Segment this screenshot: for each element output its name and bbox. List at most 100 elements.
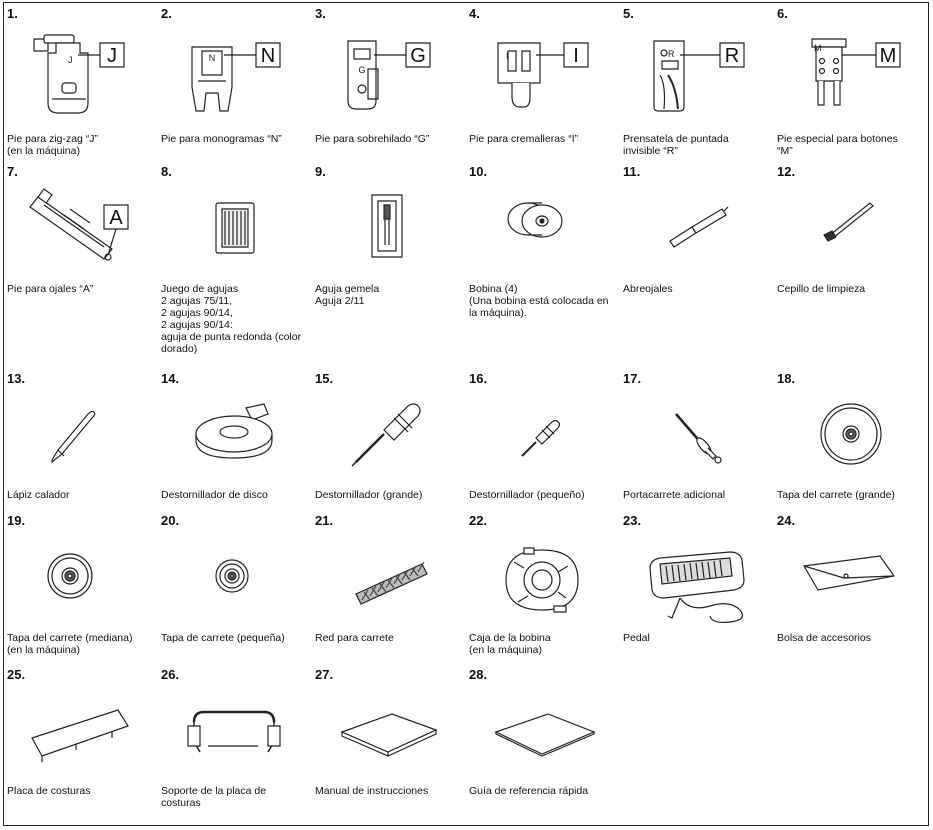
item-number: 16. <box>469 371 488 386</box>
bobbin-case-icon <box>466 532 620 627</box>
monogram-foot-icon: N N <box>158 25 312 121</box>
item-caption: Destornillador (pequeño) <box>469 489 585 501</box>
item-16: 16. Destornillador (pequeño) <box>466 370 620 510</box>
foot-letter-label: M <box>880 45 897 67</box>
needle-plate-icon <box>4 686 158 781</box>
item-number: 26. <box>161 667 180 682</box>
item-4: 4. I I Pie para cremalleras “I” <box>466 5 620 170</box>
needle-plate-holder-icon <box>158 686 312 781</box>
item-caption: Pedal <box>623 632 650 644</box>
item-number: 24. <box>777 513 796 528</box>
buttonhole-foot-icon: A <box>4 183 158 273</box>
item-caption: Destornillador (grande) <box>315 489 423 501</box>
item-number: 3. <box>315 6 326 21</box>
item-number: 14. <box>161 371 180 386</box>
item-14: 14. Destornillador de disco <box>158 370 312 510</box>
item-caption: Pie para cremalleras “I” <box>469 133 579 145</box>
foot-pedal-icon <box>620 532 774 627</box>
screwdriver-large-icon <box>312 390 466 480</box>
item-number: 13. <box>7 371 26 386</box>
item-caption: Cepillo de limpieza <box>777 283 866 295</box>
item-number: 28. <box>469 667 488 682</box>
item-22: 22. Caja de la bobina (en la máquina) <box>466 512 620 666</box>
item-number: 11. <box>623 164 641 179</box>
item-number: 22. <box>469 513 488 528</box>
item-number: 8. <box>161 164 172 179</box>
item-18: 18. Tapa del carrete (grande) <box>774 370 928 510</box>
spool-cap-medium-icon <box>4 532 158 627</box>
accessory-bag-icon <box>774 532 928 627</box>
svg-text:M: M <box>814 43 822 53</box>
cleaning-brush-icon <box>774 183 928 273</box>
item-number: 9. <box>315 164 326 179</box>
item-number: 10. <box>469 164 488 179</box>
zigzag-foot-icon: J J <box>4 25 158 121</box>
blind-stitch-foot-icon: R R <box>620 25 774 121</box>
item-26: 26. Soporte de la placa de costuras <box>158 666 312 816</box>
spool-cap-small-icon <box>158 532 312 627</box>
foot-letter-label: N <box>261 45 275 67</box>
item-caption: Abreojales <box>623 283 673 295</box>
item-caption: Bobina (4) (Una bobina está colocada en … <box>469 283 609 319</box>
svg-text:I: I <box>506 51 509 61</box>
item-caption: Guía de referencia rápida <box>469 785 589 797</box>
seam-ripper-icon <box>620 183 774 273</box>
zipper-foot-icon: I I <box>466 25 620 121</box>
item-number: 6. <box>777 6 788 21</box>
item-5: 5. R R Prensatela de puntada invisible “… <box>620 5 774 170</box>
item-caption: Pie para monogramas “N” <box>161 133 282 145</box>
accessories-sheet: 1. J J Pie para zig-zag “J” (en la máqui… <box>3 2 929 826</box>
item-number: 15. <box>315 371 334 386</box>
item-caption: Tapa de carrete (pequeña) <box>161 632 285 644</box>
item-caption: Aguja gemela Aguja 2/11 <box>315 283 380 307</box>
item-caption: Caja de la bobina (en la máquina) <box>469 632 551 656</box>
item-caption: Placa de costuras <box>7 785 91 797</box>
item-17: 17. Portacarrete adicional <box>620 370 774 510</box>
item-6: 6. M M Pie especial para botones “M” <box>774 5 928 170</box>
item-10: 10. Bobina (4) (Una bobina está colocada… <box>466 163 620 370</box>
item-caption: Manual de instrucciones <box>315 785 429 797</box>
item-caption: Bolsa de accesorios <box>777 632 871 644</box>
item-number: 1. <box>7 6 18 21</box>
item-caption: Juego de agujas 2 agujas 75/11, 2 agujas… <box>161 283 302 355</box>
item-number: 17. <box>623 371 642 386</box>
disc-screwdriver-icon <box>158 390 312 480</box>
item-number: 25. <box>7 667 26 682</box>
item-1: 1. J J Pie para zig-zag “J” (en la máqui… <box>4 5 158 170</box>
item-caption: Pie para zig-zag “J” (en la máquina) <box>7 133 99 157</box>
item-caption: Pie para ojales “A” <box>7 283 94 295</box>
item-23: 23. Pedal <box>620 512 774 666</box>
svg-text:G: G <box>358 65 365 75</box>
item-caption: Red para carrete <box>315 632 394 644</box>
item-number: 23. <box>623 513 642 528</box>
item-caption: Pie para sobrehilado “G” <box>315 133 430 145</box>
svg-text:R: R <box>668 49 675 59</box>
foot-letter-label: G <box>410 45 426 67</box>
item-number: 27. <box>315 667 334 682</box>
spool-net-icon <box>312 532 466 627</box>
item-caption: Pie especial para botones “M” <box>777 133 898 157</box>
item-caption: Soporte de la placa de costuras <box>161 785 267 809</box>
item-caption: Tapa del carrete (grande) <box>777 489 895 501</box>
item-number: 4. <box>469 6 480 21</box>
item-25: 25. Placa de costuras <box>4 666 158 816</box>
item-7: 7. A Pie para ojales “A” <box>4 163 158 370</box>
item-number: 18. <box>777 371 796 386</box>
spool-cap-large-icon <box>774 390 928 480</box>
spool-pin-icon <box>620 390 774 480</box>
svg-text:J: J <box>68 55 73 65</box>
svg-text:N: N <box>209 53 216 63</box>
item-number: 7. <box>7 164 18 179</box>
item-caption: Tapa del carrete (mediana) (en la máquin… <box>7 632 133 656</box>
needle-set-icon <box>158 183 312 273</box>
eyelet-punch-icon <box>4 390 158 480</box>
overcasting-foot-icon: G G <box>312 25 466 121</box>
item-21: 21. Red para carrete <box>312 512 466 666</box>
twin-needle-icon <box>312 183 466 273</box>
item-2: 2. N N Pie para monogramas “N” <box>158 5 312 170</box>
item-11: 11. Abreojales <box>620 163 774 370</box>
screwdriver-small-icon <box>466 390 620 480</box>
instruction-manual-icon <box>312 686 466 781</box>
item-number: 21. <box>315 513 334 528</box>
foot-letter-label: J <box>107 45 117 67</box>
